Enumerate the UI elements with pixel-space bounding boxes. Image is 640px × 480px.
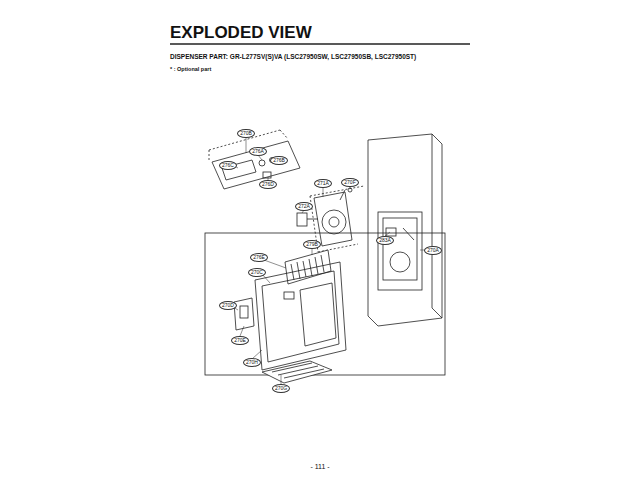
dispenser-cover xyxy=(255,262,346,370)
control-panel xyxy=(222,160,256,180)
callout-number: 271A xyxy=(314,179,332,188)
callout-text: 279B xyxy=(306,241,318,247)
callout-number: 270A xyxy=(424,246,442,255)
callout-number: 276D xyxy=(259,180,277,189)
callout-number: 279B xyxy=(303,240,321,249)
callout-text: 270C xyxy=(251,269,263,275)
callout-text: 276C xyxy=(222,162,234,168)
page-number: - 111 - xyxy=(310,463,329,470)
callout-number: 270B xyxy=(237,129,255,138)
callout-text: 276D xyxy=(262,181,274,187)
callout-number: 270H xyxy=(243,358,261,367)
switch xyxy=(297,213,307,226)
callout-number: 270F xyxy=(341,178,358,187)
control-housing xyxy=(212,141,300,189)
callout-number: 276A xyxy=(249,147,267,156)
callout-text: 276E xyxy=(253,254,265,260)
callout-number: 270G xyxy=(272,384,290,393)
side-panel xyxy=(234,298,254,330)
callout-number: 276C xyxy=(219,161,237,170)
assembly-bracket xyxy=(205,233,445,375)
callout-text: 270G xyxy=(275,385,287,391)
optional-note: * : Optional part xyxy=(170,66,211,72)
callout-text: 270A xyxy=(427,247,439,253)
callout-text: 270E xyxy=(234,337,246,343)
door-recess xyxy=(378,212,422,290)
leader-lines xyxy=(233,137,428,384)
grille xyxy=(285,250,331,284)
callout-text: 276B xyxy=(273,157,285,163)
motor-bracket xyxy=(314,192,352,246)
callout-number: 270D xyxy=(219,301,237,310)
callout-number: 270C xyxy=(248,268,266,277)
door-panel xyxy=(368,134,442,326)
callout-text: 270F xyxy=(344,179,355,185)
title-rule xyxy=(170,43,470,45)
callout-number: 276E xyxy=(250,253,268,262)
callout-number: 272A xyxy=(295,202,313,211)
callout-number: 270E xyxy=(231,336,249,345)
callout-text: 270D xyxy=(222,302,234,308)
callout-text: 276A xyxy=(252,148,264,154)
callout-text: 270B xyxy=(240,130,252,136)
callout-text: 270H xyxy=(246,359,258,365)
model-heading: DISPENSER PART: GR-L277SV(S)VA (LSC27950… xyxy=(170,53,416,60)
callout-text: 271A xyxy=(317,180,329,186)
page-title: EXPLODED VIEW xyxy=(170,23,312,43)
callout-number: 276B xyxy=(270,156,288,165)
callout-number: 283A xyxy=(376,236,394,245)
callout-text: 272A xyxy=(298,203,310,209)
drip-tray xyxy=(262,361,332,383)
callout-text: 283A xyxy=(379,237,391,243)
